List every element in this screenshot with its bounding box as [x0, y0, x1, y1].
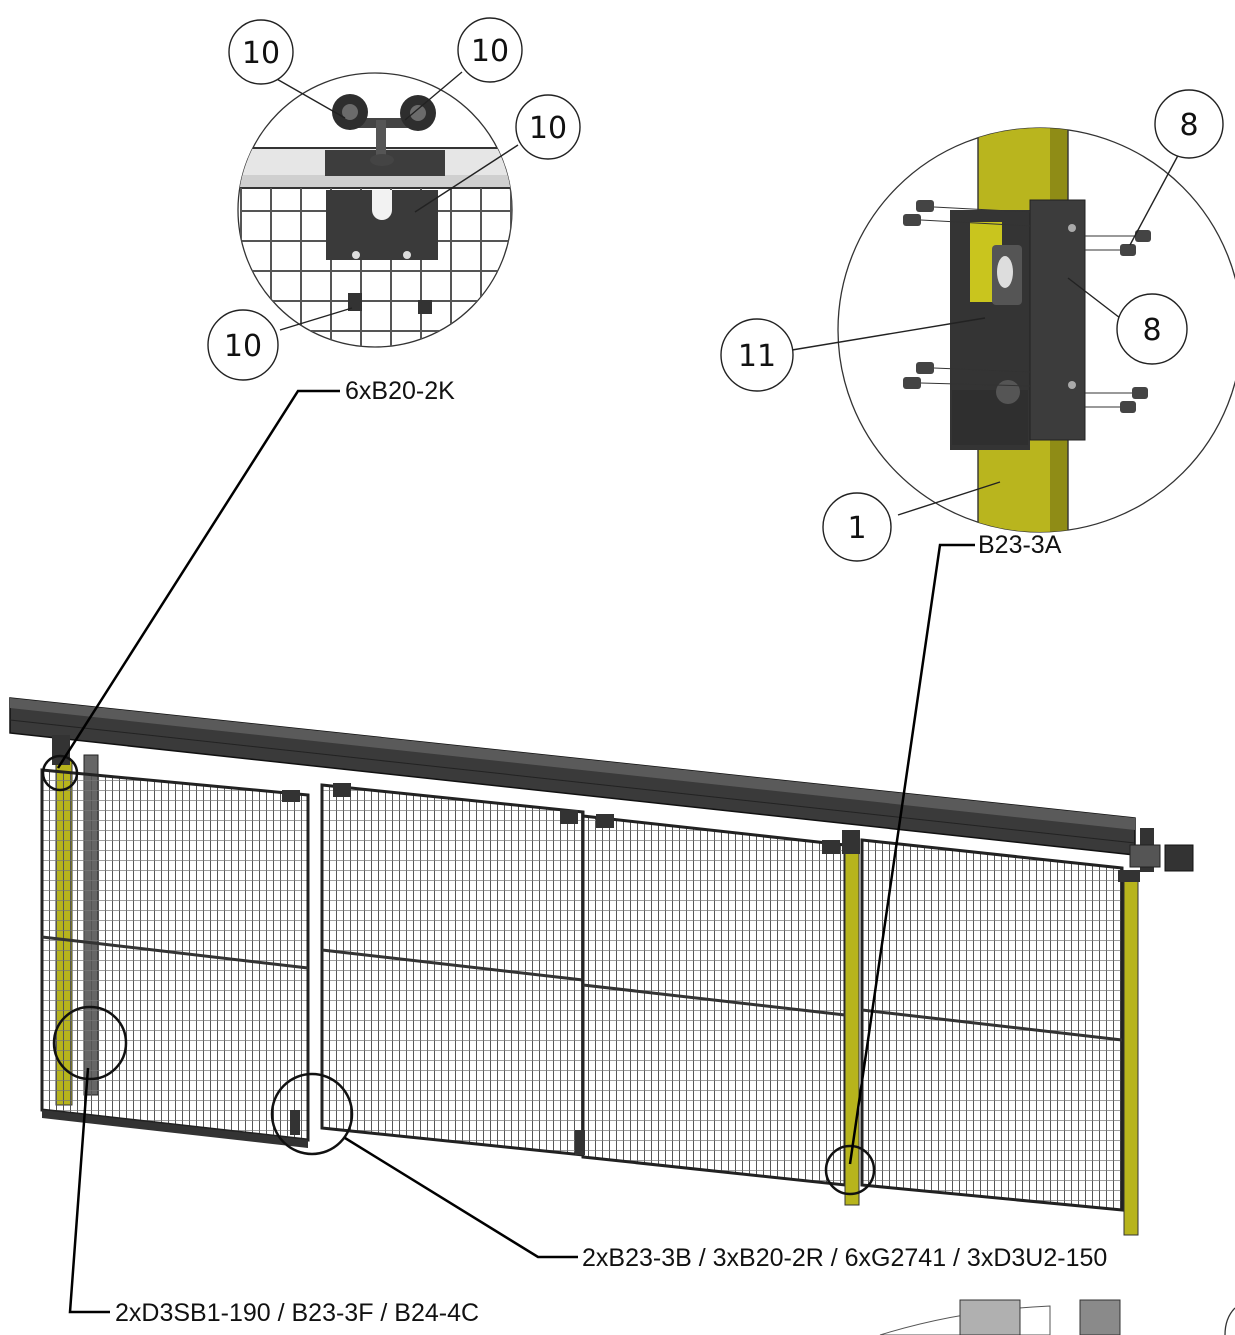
gate-panel-4 — [860, 838, 1124, 1212]
balloon-number: 10 — [224, 329, 262, 364]
balloon-11: 11 — [720, 318, 794, 392]
trolley-parts-label: 6xB20-2K — [345, 377, 455, 405]
left-parts-label: 2xD3SB1-190 / B23-3F / B24-4C — [115, 1299, 479, 1327]
balloon-10-top-left: 10 — [228, 19, 294, 85]
gate-panel-1 — [40, 768, 310, 1142]
balloon-8-mid: 8 — [1116, 293, 1188, 365]
balloon-number: 10 — [471, 34, 509, 69]
center-callout-circle — [270, 1072, 354, 1156]
balloon-number: 1 — [847, 511, 866, 546]
balloon-number: 8 — [1179, 108, 1198, 143]
lock-callout-circle — [52, 1005, 128, 1081]
partial-detail-bottom-right — [879, 1299, 1235, 1335]
balloon-10-bottom: 10 — [207, 309, 279, 381]
balloon-1: 1 — [822, 492, 892, 562]
gate-panel-2 — [320, 783, 585, 1157]
gate-panel-3 — [581, 814, 847, 1187]
balloon-number: 10 — [242, 36, 280, 71]
balloon-10-right: 10 — [515, 94, 581, 160]
balloon-10-top-right: 10 — [457, 17, 523, 83]
center-parts-label: 2xB23-3B / 3xB20-2R / 6xG2741 / 3xD3U2-1… — [582, 1244, 1107, 1272]
balloon-number: 11 — [738, 339, 776, 374]
stop-parts-label: B23-3A — [978, 531, 1062, 559]
trolley-detail — [237, 71, 519, 348]
stop-callout-circle — [824, 1144, 876, 1196]
balloon-number: 10 — [529, 111, 567, 146]
balloon-number: 8 — [1142, 313, 1161, 348]
bracket-detail — [791, 127, 1235, 533]
gate-assembly — [9, 697, 1194, 1236]
trolley-callout-circle — [41, 754, 79, 792]
balloon-8-top: 8 — [1154, 89, 1224, 159]
